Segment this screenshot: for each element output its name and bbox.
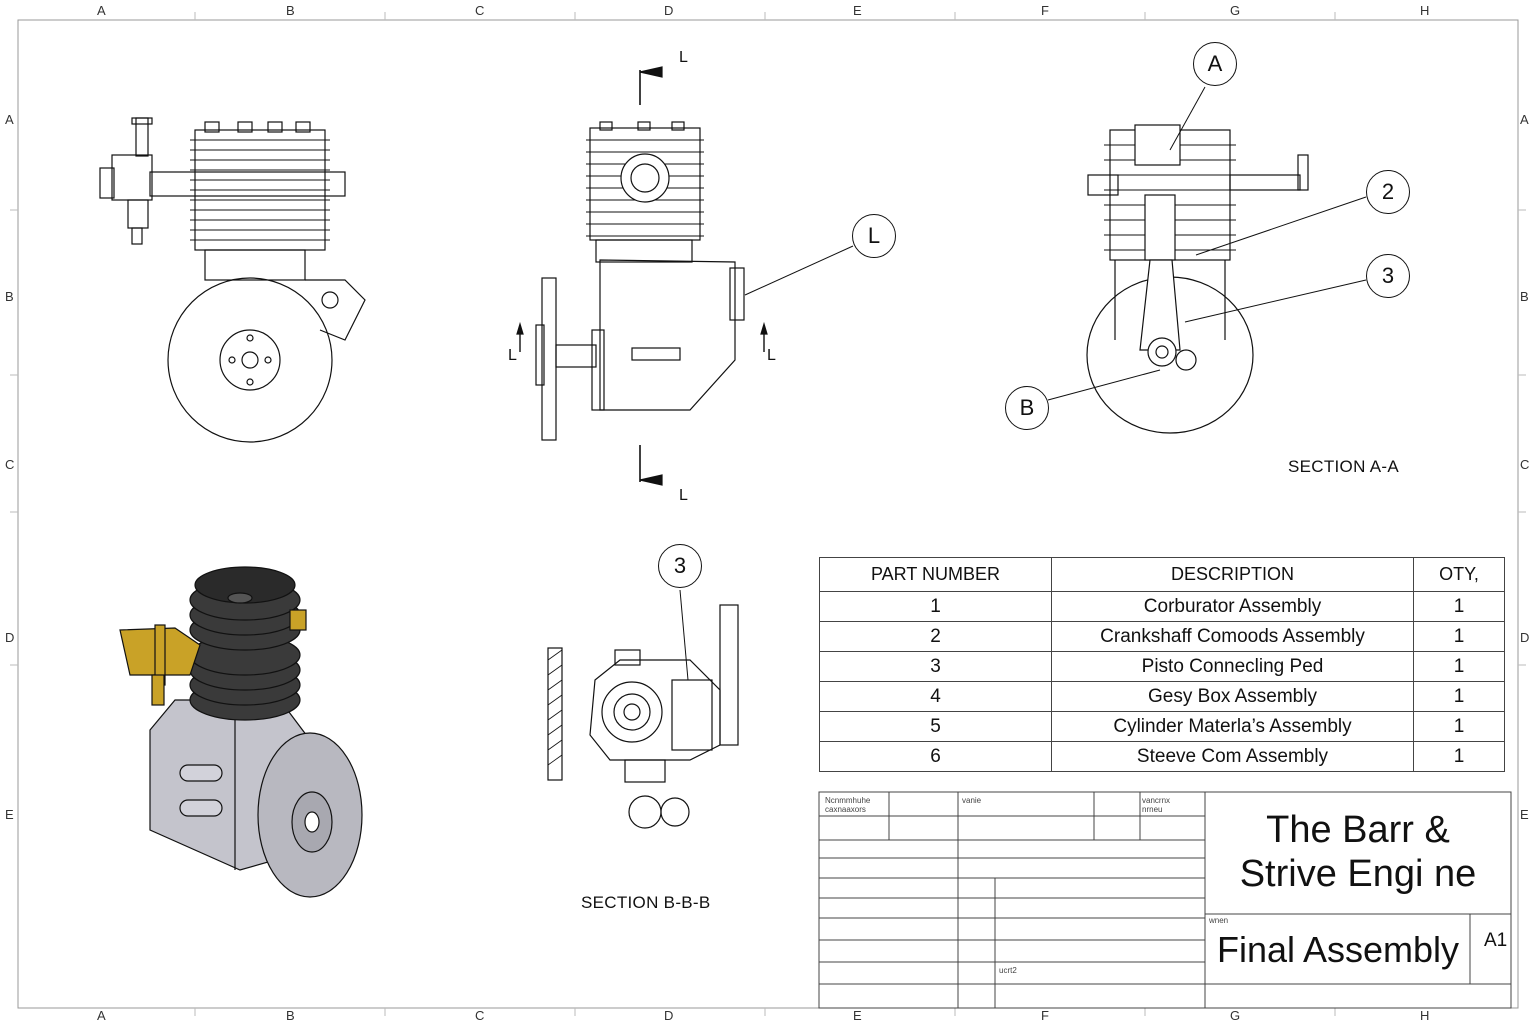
title-block-grid bbox=[818, 791, 1512, 1009]
bom-part-number: 3 bbox=[819, 651, 1052, 682]
title-block-field-1-line2: caxnaaxors bbox=[825, 805, 866, 814]
zone-row-d-right: D bbox=[1520, 630, 1530, 645]
zone-col-c-top: C bbox=[475, 3, 485, 18]
zone-col-h-top: H bbox=[1420, 3, 1430, 18]
bom-part-number: 1 bbox=[819, 591, 1052, 622]
title-block-field-4: wnen bbox=[1209, 916, 1229, 925]
drawing-title: The Barr & Strive Engi ne bbox=[1210, 808, 1506, 896]
zone-row-d-left: D bbox=[5, 630, 15, 645]
section-a-view bbox=[1047, 86, 1367, 434]
title-block-field-5: ucrt2 bbox=[999, 966, 1017, 975]
cut-letter-bottom: L bbox=[679, 487, 688, 504]
section-a-label: SECTION A-A bbox=[1288, 457, 1399, 476]
bom-qty: 1 bbox=[1413, 651, 1505, 682]
zone-row-b-right: B bbox=[1520, 289, 1529, 304]
zone-row-c-left: C bbox=[5, 457, 15, 472]
bom-qty: 1 bbox=[1413, 591, 1505, 622]
balloon-3: 3 bbox=[1366, 254, 1410, 298]
section-b-view bbox=[547, 589, 739, 829]
title-block-field-3: vancrnx nrneu bbox=[1142, 796, 1170, 814]
zone-col-a-bottom: A bbox=[97, 1008, 106, 1023]
bom-header-qty: OTY, bbox=[1413, 557, 1505, 592]
bom-qty: 1 bbox=[1413, 711, 1505, 742]
title-block-field-2: vanie bbox=[962, 796, 982, 805]
bom-part-number: 4 bbox=[819, 681, 1052, 712]
bom-row: 3 Pisto Connecling Ped 1 bbox=[819, 651, 1505, 682]
bom-header-row: PART NUMBER DESCRIPTION OTY, bbox=[819, 557, 1505, 592]
drawing-title-line1: The Barr & bbox=[1266, 809, 1450, 851]
balloon-3-section-b: 3 bbox=[658, 544, 702, 588]
bom-header-part-number: PART NUMBER bbox=[819, 557, 1052, 592]
cut-letter-top: L bbox=[679, 49, 688, 66]
zone-col-d-top: D bbox=[664, 3, 674, 18]
zone-col-c-bottom: C bbox=[475, 1008, 485, 1023]
zone-row-a-left: A bbox=[5, 112, 14, 127]
bom-part-number: 2 bbox=[819, 621, 1052, 652]
bom-row: 5 Cylinder Materla’s Assembly 1 bbox=[819, 711, 1505, 742]
zone-row-b-left: B bbox=[5, 289, 14, 304]
zone-row-e-right: E bbox=[1520, 807, 1529, 822]
balloon-2: 2 bbox=[1366, 170, 1410, 214]
bom-row: 1 Corburator Assembly 1 bbox=[819, 591, 1505, 622]
balloon-l: L bbox=[852, 214, 896, 258]
section-b-label: SECTION B-B-B bbox=[581, 893, 711, 912]
bom-row: 4 Gesy Box Assembly 1 bbox=[819, 681, 1505, 712]
bom-description: Steeve Com Assembly bbox=[1051, 741, 1414, 772]
bill-of-materials: PART NUMBER DESCRIPTION OTY, 1 Corburato… bbox=[819, 557, 1505, 772]
bom-row: 2 Crankshaff Comoods Assembly 1 bbox=[819, 621, 1505, 652]
zone-col-a-top: A bbox=[97, 3, 106, 18]
bom-header-description: DESCRIPTION bbox=[1051, 557, 1414, 592]
bom-description: Pisto Connecling Ped bbox=[1051, 651, 1414, 682]
side-view bbox=[516, 66, 854, 486]
title-block-field-3-line1: vancrnx bbox=[1142, 796, 1171, 805]
zone-col-e-top: E bbox=[853, 3, 862, 18]
bom-qty: 1 bbox=[1413, 741, 1505, 772]
bom-qty: 1 bbox=[1413, 621, 1505, 652]
zone-col-b-bottom: B bbox=[286, 1008, 295, 1023]
drawing-title-line2: Strive Engi ne bbox=[1239, 853, 1477, 895]
outer-border bbox=[17, 19, 1519, 1009]
bom-description: Corburator Assembly bbox=[1051, 591, 1414, 622]
cut-letter-right: L bbox=[767, 347, 776, 364]
title-block-field-3-line2: nrneu bbox=[1142, 805, 1163, 814]
zone-col-f-bottom: F bbox=[1041, 1008, 1049, 1023]
drawing-name: Final Assembly bbox=[1216, 929, 1460, 970]
zone-col-e-bottom: E bbox=[853, 1008, 862, 1023]
bom-part-number: 5 bbox=[819, 711, 1052, 742]
bom-part-number: 6 bbox=[819, 741, 1052, 772]
cut-letter-left: L bbox=[508, 347, 517, 364]
title-block-field-1: Ncnmmhuhe caxnaaxors bbox=[825, 796, 870, 814]
title-block-field-1-line1: Ncnmmhuhe bbox=[825, 796, 871, 805]
zone-col-f-top: F bbox=[1041, 3, 1049, 18]
zone-col-h-bottom: H bbox=[1420, 1008, 1430, 1023]
front-view bbox=[99, 117, 366, 443]
zone-col-g-bottom: G bbox=[1230, 1008, 1241, 1023]
zone-row-a-right: A bbox=[1520, 112, 1529, 127]
bom-qty: 1 bbox=[1413, 681, 1505, 712]
zone-row-e-left: E bbox=[5, 807, 14, 822]
balloon-a: A bbox=[1193, 42, 1237, 86]
bom-description: Crankshaff Comoods Assembly bbox=[1051, 621, 1414, 652]
bom-description: Cylinder Materla’s Assembly bbox=[1051, 711, 1414, 742]
zone-col-b-top: B bbox=[286, 3, 295, 18]
zone-row-c-right: C bbox=[1520, 457, 1530, 472]
bom-description: Gesy Box Assembly bbox=[1051, 681, 1414, 712]
zone-col-d-bottom: D bbox=[664, 1008, 674, 1023]
balloon-b: B bbox=[1005, 386, 1049, 430]
isometric-view bbox=[119, 566, 363, 898]
zone-col-g-top: G bbox=[1230, 3, 1241, 18]
bom-row: 6 Steeve Com Assembly 1 bbox=[819, 741, 1505, 772]
zone-ticks bbox=[10, 12, 1526, 1016]
sheet-size: A1 bbox=[1484, 930, 1508, 951]
